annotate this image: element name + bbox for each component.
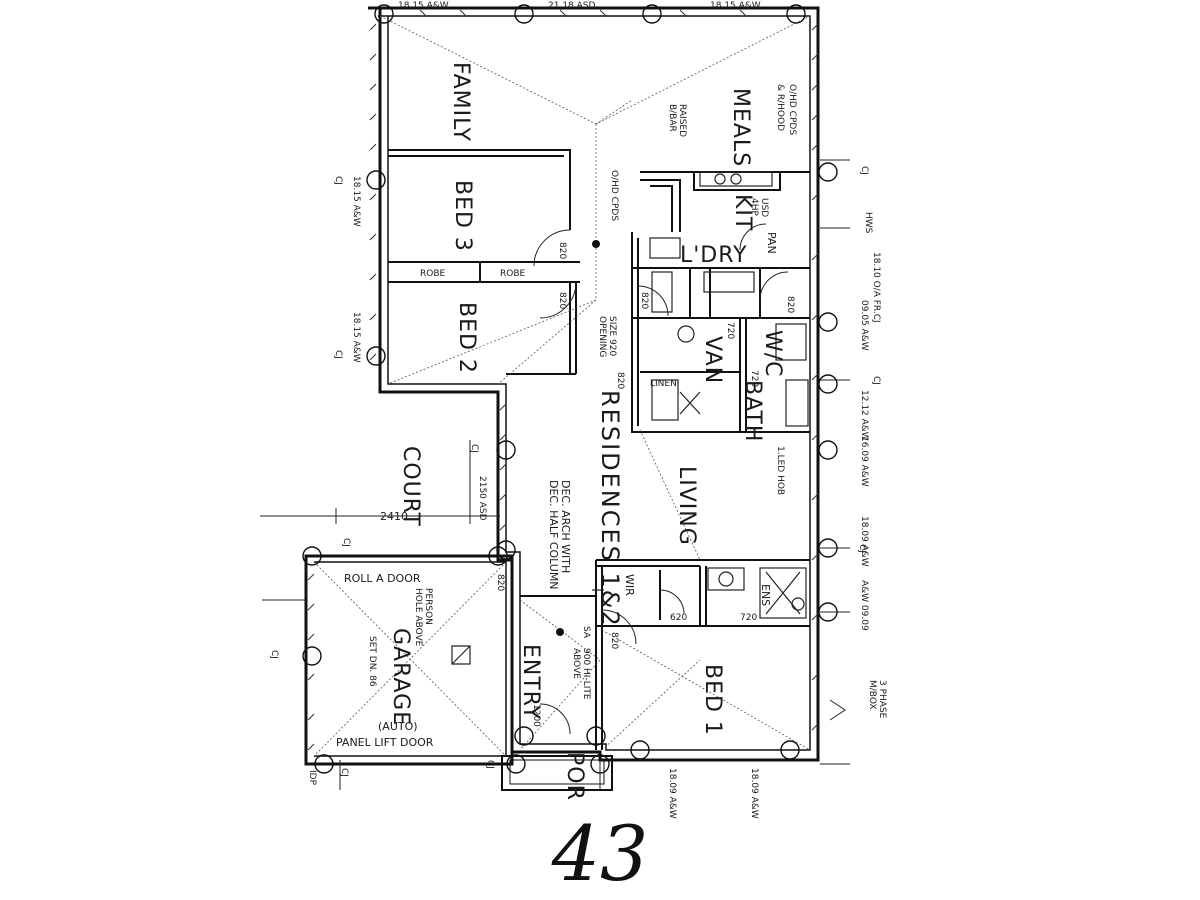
dim-top-left: 18.15 A&W <box>398 1 449 11</box>
hi-lite-2: ABOVE <box>571 648 581 679</box>
dim-2150: 2150 ASD <box>477 476 487 521</box>
cj-8: CJ <box>269 650 279 659</box>
dim-bottom-1: 18.09 A&W <box>667 768 677 819</box>
hi-lite-1: 900 HI-LITE <box>581 648 591 700</box>
room-bed3: BED 3 <box>450 180 475 252</box>
room-kit: KIT <box>730 194 755 231</box>
dim-bed2-window: 18.15 A&W <box>351 312 361 363</box>
opening-size: SIZE 920 <box>607 316 617 357</box>
room-family: FAMILY <box>448 62 473 142</box>
raised-bbar-2: B/BAR <box>667 104 677 132</box>
roll-a-door: ROLL A DOOR <box>344 572 421 585</box>
idp-label: IDP <box>307 770 317 786</box>
column-markers <box>302 4 838 774</box>
dim-right-5: 18.09 A&W <box>859 516 869 567</box>
dim-top-mid: 21.18 ASD <box>548 1 595 11</box>
cj-5: CJ <box>857 544 867 553</box>
outer-walls <box>304 6 820 791</box>
room-ldry: L'DRY <box>680 243 748 268</box>
dim-right-6: A&W 09.09 <box>859 580 869 631</box>
page-number: 43 <box>551 809 649 898</box>
door-720-b: 720 <box>749 370 759 387</box>
dec-arch-line2: DEC. HALF COLUMN <box>547 480 560 590</box>
door-620: 620 <box>670 613 687 623</box>
ohd-cpds-1: O/HD CPDS <box>787 84 797 135</box>
door-720-a: 720 <box>725 322 735 339</box>
room-labels: FAMILY MEALS KIT PAN L'DRY BED 3 BED 2 V… <box>388 62 785 801</box>
dimension-lines <box>260 159 850 790</box>
room-entry: ENTRY <box>518 644 543 720</box>
linen-label: LINEN <box>650 379 677 389</box>
room-pan: PAN <box>765 232 778 254</box>
door-swings <box>533 223 789 735</box>
door-820-d: 820 <box>639 292 649 309</box>
room-wir: WIR <box>623 574 636 596</box>
room-garage: GARAGE <box>388 628 413 726</box>
door-1200: 1200 <box>531 704 541 727</box>
fixtures <box>451 171 809 665</box>
sa-markers <box>556 240 600 636</box>
dim-right-2: 09.05 A&W <box>859 300 869 351</box>
door-820-a: 820 <box>557 242 567 259</box>
dim-2410: 2410 <box>380 510 408 523</box>
set-dn: SET DN. 86 <box>367 636 377 687</box>
room-wc: W/C <box>760 330 785 378</box>
cj-4: CJ <box>871 376 881 385</box>
door-820-f: 820 <box>609 632 619 649</box>
dim-top-right: 18.15 A&W <box>710 1 761 11</box>
room-bed1: BED 1 <box>700 664 725 736</box>
cj-3: CJ <box>859 166 869 175</box>
dim-right-1: 18.10 O/A FR.CJ <box>871 252 881 323</box>
door-820-b: 820 <box>557 292 567 309</box>
room-court: COURT <box>398 446 423 527</box>
person-hole-1: PERSON <box>423 588 433 625</box>
door-720-c: 720 <box>740 613 757 623</box>
cj-1: CJ <box>333 176 343 185</box>
residences-title: RESIDENCES 1&2 <box>596 390 624 628</box>
person-hole-2: HOLE ABOVE <box>413 588 423 647</box>
room-bath: BATH <box>740 380 765 442</box>
hws-label: HWS <box>863 212 873 234</box>
room-por: POR <box>562 752 587 801</box>
robe-2: ROBE <box>500 269 526 279</box>
opening: OPENING <box>597 316 607 357</box>
room-living: LIVING <box>674 466 699 546</box>
cj-9: CJ <box>339 768 349 777</box>
room-bed2: BED 2 <box>454 302 479 374</box>
dim-bed3-window: 18.15 A&W <box>351 176 361 227</box>
auto-label: (AUTO) <box>378 720 418 733</box>
internal-walls <box>388 149 810 750</box>
door-820-c: 820 <box>615 372 625 389</box>
robe-1: ROBE <box>420 269 446 279</box>
room-ens: ENS <box>759 584 772 606</box>
room-meals: MEALS <box>728 88 753 167</box>
wall-hatching <box>307 9 819 751</box>
annotations: RESIDENCES 1&2 DEC. ARCH WITH DEC. HALF … <box>269 1 887 819</box>
door-820-e: 820 <box>785 296 795 313</box>
dim-right-3: 12.12 A&W <box>859 390 869 441</box>
panel-lift-door: PANEL LIFT DOOR <box>336 736 434 749</box>
usd-2: 4HP <box>749 198 759 216</box>
dim-right-4: 16.09 A&W <box>859 436 869 487</box>
dec-arch-line1: DEC. ARCH WITH <box>559 480 572 573</box>
meter-box-2: M/BOX <box>867 680 877 710</box>
cj-2: CJ <box>333 350 343 359</box>
usd-1: USD <box>759 198 769 217</box>
roof-lines <box>313 15 811 757</box>
cj-7: CJ <box>341 538 351 547</box>
sa-label: SA <box>581 626 591 639</box>
ohd-cpds-2: & R/HOOD <box>775 84 785 131</box>
ohd-cpds-3: O/HD CPDS <box>609 170 619 221</box>
meter-box-1: 3 PHASE <box>877 680 887 719</box>
door-820-g: 820 <box>495 574 505 591</box>
room-van: VAN <box>700 336 725 384</box>
cj-10: CJ <box>485 760 495 769</box>
led-hob: 1.LED HOB <box>775 446 785 495</box>
raised-bbar-1: RAISED <box>677 104 687 137</box>
dim-bottom-2: 18.09 A&W <box>749 768 759 819</box>
cj-6: CJ <box>469 444 479 453</box>
